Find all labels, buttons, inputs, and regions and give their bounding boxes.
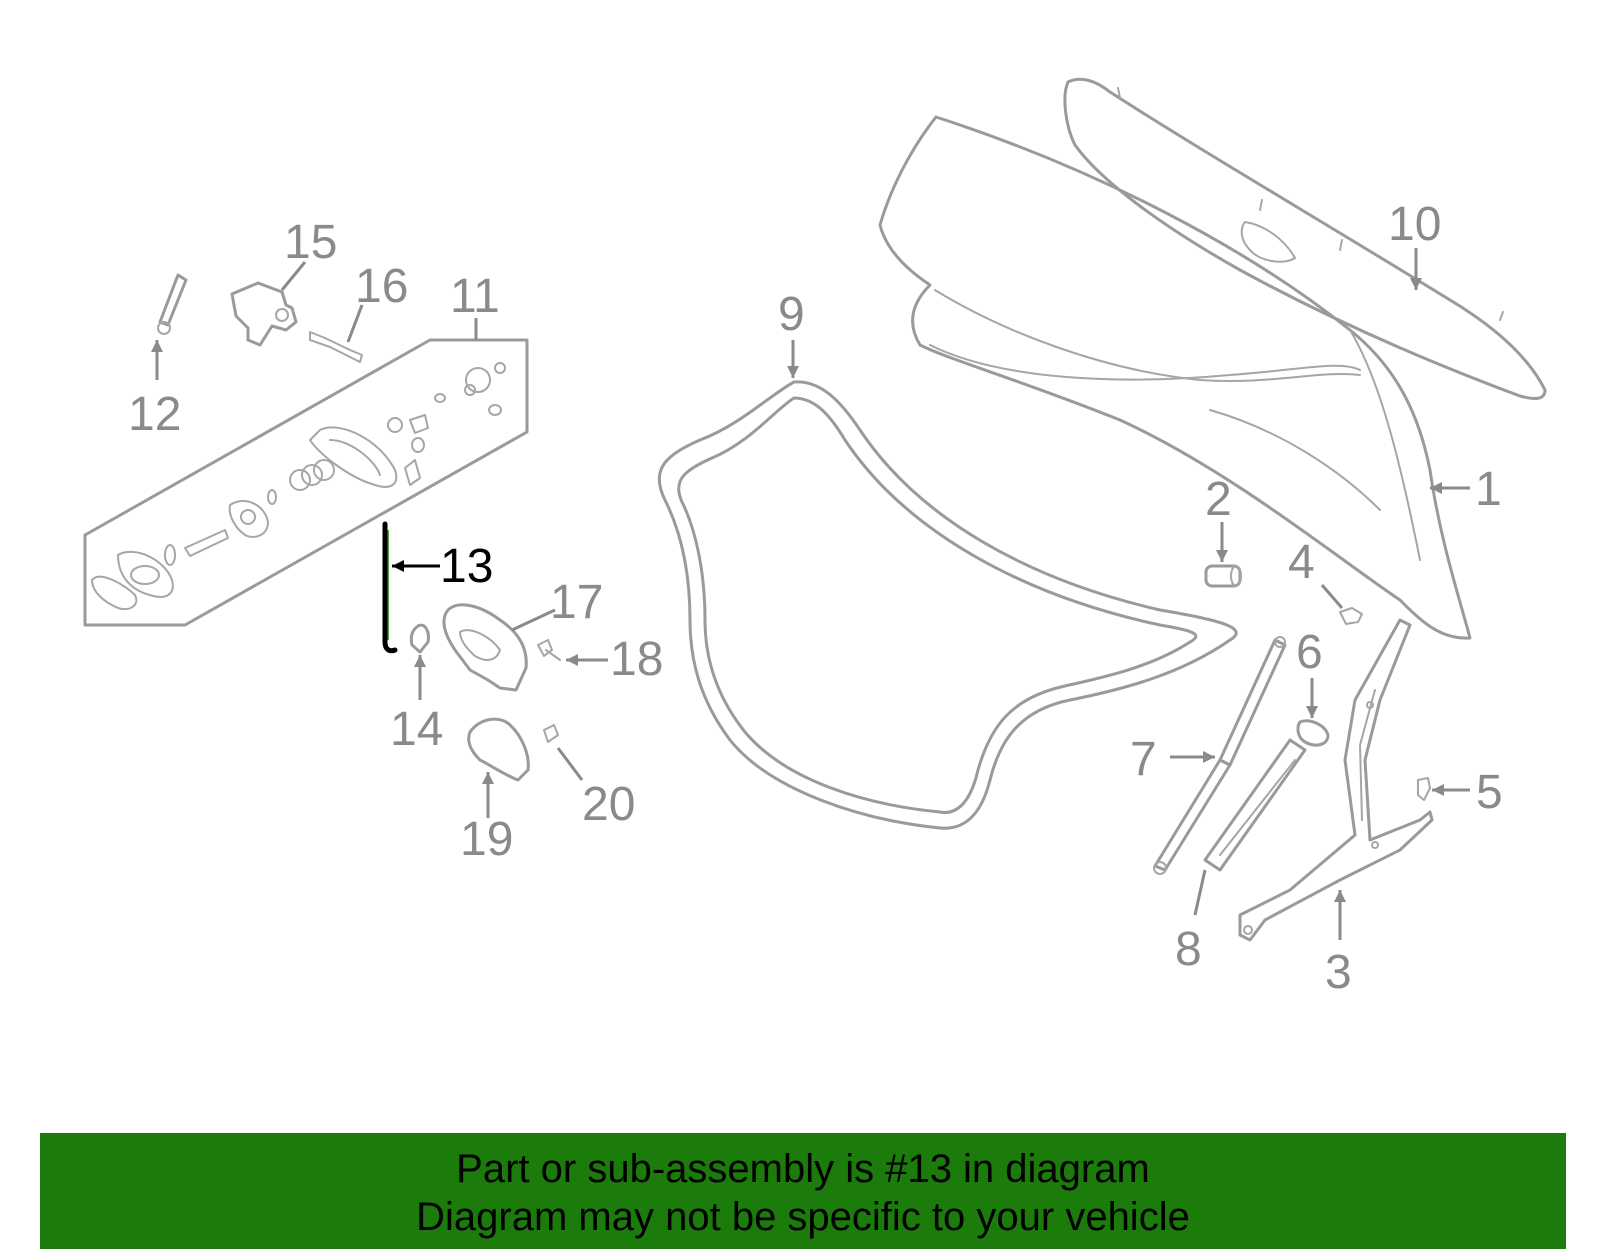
callout-9: 9 [778, 288, 805, 341]
callout-2: 2 [1205, 473, 1232, 526]
part-17-latch [442, 603, 528, 692]
part-19-striker [467, 717, 530, 782]
callout-4: 4 [1288, 536, 1315, 589]
part-7-gas-strut [1153, 636, 1287, 875]
callout-20: 20 [582, 778, 635, 831]
parts-diagram: 1 2 3 4 5 6 7 8 9 10 11 12 13 14 15 16 1… [83, 77, 1547, 999]
leader-20 [556, 747, 584, 781]
part-16-clip [309, 331, 363, 363]
part-1-trunk-lid [878, 115, 1472, 640]
part-2-bumper [1204, 564, 1242, 588]
info-banner: Part or sub-assembly is #13 in diagram D… [40, 1133, 1566, 1249]
part-18-bolt [537, 639, 561, 661]
part-20-bolt [543, 724, 559, 743]
callout-17: 17 [550, 576, 603, 629]
callout-3: 3 [1325, 946, 1352, 999]
banner-line-2: Diagram may not be specific to your vehi… [416, 1195, 1190, 1239]
callout-10: 10 [1388, 198, 1441, 251]
callout-6: 6 [1296, 626, 1323, 679]
callout-11: 11 [450, 270, 500, 323]
part-9-weatherstrip [657, 380, 1238, 830]
callout-19: 19 [460, 813, 513, 866]
part-12-rod [157, 273, 188, 335]
callout-18: 18 [610, 633, 663, 686]
callout-labels: 1 2 3 4 5 6 7 8 9 10 11 12 13 14 15 16 1… [128, 198, 1503, 999]
part-11-lock-box [83, 338, 529, 627]
callout-8: 8 [1175, 923, 1202, 976]
leader-lines [151, 248, 1470, 940]
part-4-clip [1339, 607, 1363, 625]
part-13-highlighted [382, 521, 398, 654]
part-6-cap [1296, 719, 1330, 747]
part-15-actuator [230, 281, 298, 347]
callout-5: 5 [1476, 766, 1503, 819]
callout-13: 13 [440, 540, 493, 593]
banner-line-1: Part or sub-assembly is #13 in diagram [456, 1147, 1150, 1191]
callout-1: 1 [1475, 463, 1502, 516]
leader-4 [1320, 584, 1344, 609]
leader-8 [1193, 869, 1207, 916]
part-8-spring [1203, 738, 1307, 872]
callout-14: 14 [390, 703, 443, 756]
callout-16: 16 [355, 260, 408, 313]
part-5-clip [1417, 777, 1431, 801]
part-3-hinge [1238, 618, 1434, 942]
leader-15 [280, 261, 307, 291]
leader-17 [511, 608, 556, 632]
callout-12: 12 [128, 388, 181, 441]
callout-7: 7 [1130, 733, 1157, 786]
callout-15: 15 [284, 216, 337, 269]
part-10-spoiler [1063, 77, 1547, 400]
leader-16 [346, 304, 364, 343]
part-14-clip [409, 623, 430, 654]
